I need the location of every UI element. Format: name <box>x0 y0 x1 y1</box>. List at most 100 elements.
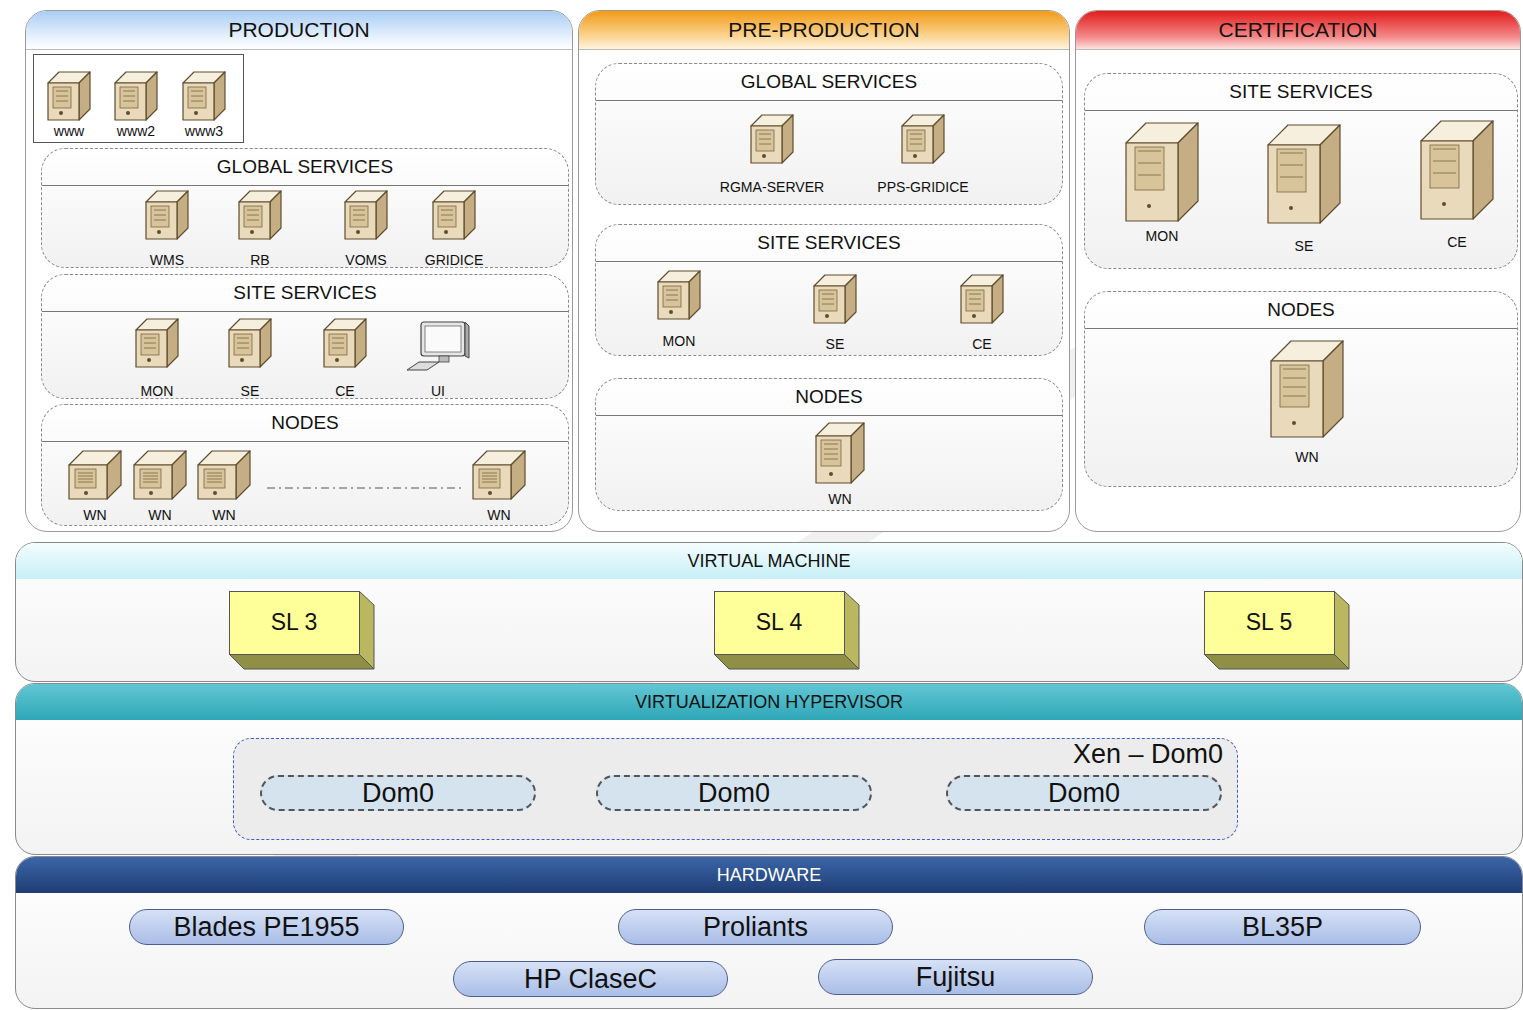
hardware-pill: HP ClaseC <box>453 961 728 997</box>
hardware-pill: Proliants <box>618 909 893 945</box>
panel-header: PRE-PRODUCTION <box>579 11 1069 50</box>
group-header: SITE SERVICES <box>42 275 568 312</box>
server-label: PPS-GRIDICE <box>858 179 988 195</box>
server-node: CE <box>917 274 1047 358</box>
band-header: HARDWARE <box>16 857 1522 893</box>
service-group: SITE SERVICESMONSECE <box>1084 73 1518 269</box>
server-node: RGMA-SERVER <box>707 114 837 201</box>
server-icon <box>68 450 122 500</box>
server-label: WN <box>159 507 289 523</box>
layer-band: VIRTUAL MACHINE SL 3 SL 4 SL 5 <box>15 542 1523 682</box>
hardware-pill: BL35P <box>1144 909 1421 945</box>
server-icon <box>182 71 226 121</box>
group-title: SITE SERVICES <box>233 282 376 304</box>
server-label: CE <box>1392 234 1522 250</box>
layer-band: VIRTUALIZATION HYPERVISOR Xen – Dom0Dom0 D… <box>15 683 1523 855</box>
server-label: www3 <box>139 123 269 139</box>
server-node: MON <box>92 318 222 405</box>
group-title: SITE SERVICES <box>1229 81 1372 103</box>
server-node: WN <box>775 422 905 513</box>
server-node: VOMS <box>301 190 431 274</box>
hardware-label: BL35P <box>1242 912 1323 943</box>
dom0-label: Dom0 <box>698 778 770 809</box>
server-icon <box>228 318 272 368</box>
server-icon <box>114 71 158 121</box>
server-label: WN <box>1242 449 1372 465</box>
environment-panel: CERTIFICATION SITE SERVICES MON SE CE NODES WN <box>1075 10 1521 532</box>
band-title: VIRTUAL MACHINE <box>687 551 850 572</box>
server-label: SE <box>185 383 315 399</box>
workstation-icon <box>405 320 471 374</box>
os-label: SL 4 <box>714 591 844 653</box>
dom0-label: Dom0 <box>362 778 434 809</box>
server-node: MON <box>1097 122 1227 250</box>
hypervisor-label: Xen – Dom0 <box>1073 739 1223 770</box>
server-node: www2 <box>71 71 201 145</box>
server-label: www <box>4 123 134 139</box>
server-icon <box>750 114 794 164</box>
server-icon <box>815 422 865 484</box>
service-group: SITE SERVICESMONSECE <box>595 224 1063 356</box>
hardware-label: Fujitsu <box>916 962 996 993</box>
server-label: GRIDICE <box>389 252 519 268</box>
server-icon <box>472 450 526 500</box>
server-icon <box>657 270 701 320</box>
dom0-label: Dom0 <box>1048 778 1120 809</box>
server-label: WN <box>775 491 905 507</box>
server-node: WN <box>434 450 564 529</box>
group-header: GLOBAL SERVICES <box>596 64 1062 101</box>
server-label: MON <box>1097 228 1227 244</box>
server-label: UI <box>373 383 503 399</box>
server-icon <box>344 190 388 240</box>
group-header: NODES <box>42 405 568 442</box>
server-node: SE <box>770 274 900 358</box>
server-icon <box>1267 124 1341 224</box>
continuation-line <box>267 477 467 483</box>
server-node: WN <box>1242 340 1372 471</box>
server-label: VOMS <box>301 252 431 268</box>
server-label: www2 <box>71 123 201 139</box>
server-node: www3 <box>139 71 269 145</box>
panel-header: CERTIFICATION <box>1076 11 1520 50</box>
os-block: SL 3 <box>229 591 379 671</box>
server-node: PPS-GRIDICE <box>858 114 988 201</box>
server-node: SE <box>1239 124 1369 260</box>
os-block: SL 5 <box>1204 591 1354 671</box>
server-icon <box>47 71 91 121</box>
service-group: NODES WN <box>595 378 1063 511</box>
environment-panel: PRODUCTIONwwwwww2www3GLOBAL SERVICESWMSR… <box>25 10 573 532</box>
service-group: SITE SERVICESMONSECEUI <box>41 274 569 399</box>
server-icon <box>197 450 251 500</box>
group-header: SITE SERVICES <box>1085 74 1517 111</box>
hardware-pill: Fujitsu <box>818 959 1093 995</box>
server-icon <box>901 114 945 164</box>
server-icon <box>813 274 857 324</box>
server-icon <box>238 190 282 240</box>
os-label: SL 3 <box>229 591 359 653</box>
hardware-label: HP ClaseC <box>524 964 657 995</box>
group-header: NODES <box>1085 292 1517 329</box>
server-label: WN <box>30 507 160 523</box>
server-node: WMS <box>102 190 232 274</box>
server-label: MON <box>614 333 744 349</box>
group-title: GLOBAL SERVICES <box>217 156 393 178</box>
band-header: VIRTUALIZATION HYPERVISOR <box>16 684 1522 720</box>
server-label: SE <box>1239 238 1369 254</box>
server-icon <box>1420 120 1494 220</box>
group-header: NODES <box>596 379 1062 416</box>
server-label: WMS <box>102 252 232 268</box>
group-title: NODES <box>1267 299 1335 321</box>
server-node: GRIDICE <box>389 190 519 274</box>
server-node: SE <box>185 318 315 405</box>
service-group: NODES WN <box>1084 291 1518 487</box>
server-label: WN <box>95 507 225 523</box>
server-label: CE <box>280 383 410 399</box>
group-title: GLOBAL SERVICES <box>741 71 917 93</box>
server-node: MON <box>614 270 744 355</box>
server-icon <box>323 318 367 368</box>
os-label: SL 5 <box>1204 591 1334 653</box>
server-node: WN <box>159 450 289 529</box>
group-title: NODES <box>271 412 339 434</box>
server-label: WN <box>434 507 564 523</box>
